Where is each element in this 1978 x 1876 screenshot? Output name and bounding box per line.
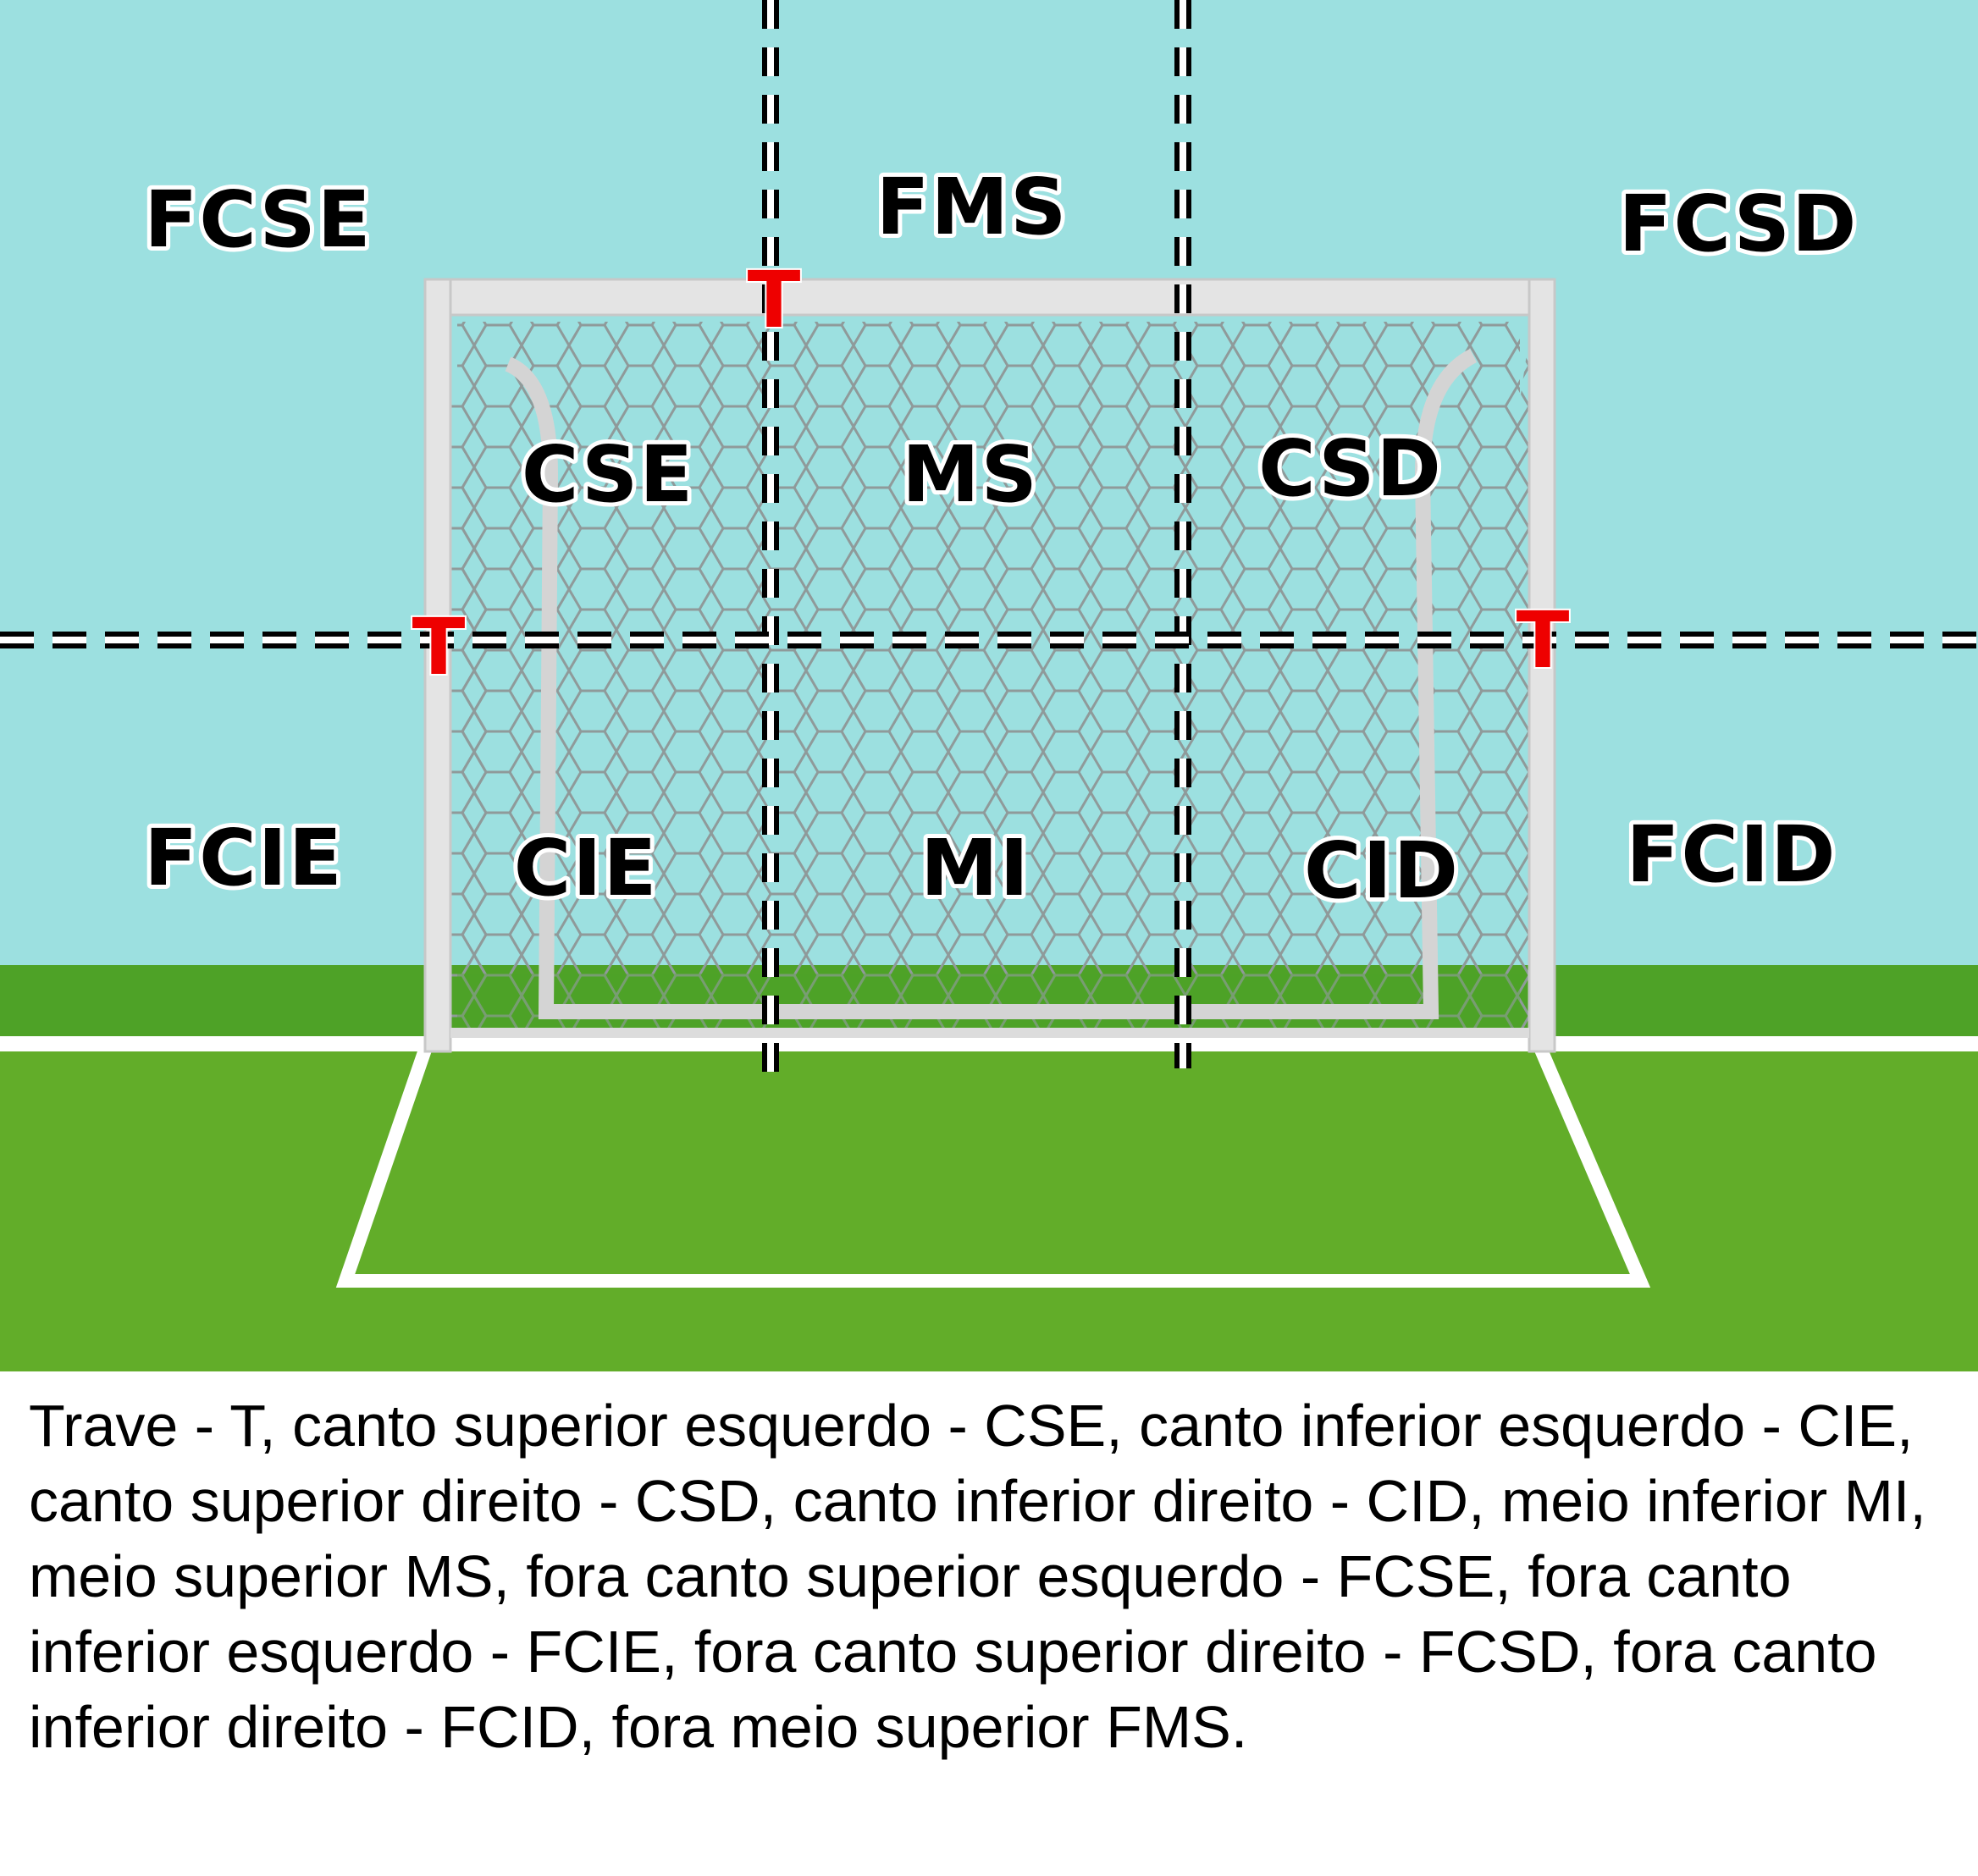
zone-label-cse: CSE [522, 429, 694, 520]
zone-label-fcid: FCID [1627, 809, 1837, 900]
zone-dividers [0, 0, 1978, 1075]
goal-area-line [335, 1046, 1651, 1288]
right-post [1528, 278, 1556, 1053]
zone-label-fcsd: FCSD [1619, 179, 1859, 269]
zone-label-csd: CSD [1258, 423, 1443, 514]
zone-label-fms: FMS [876, 162, 1069, 252]
legend-caption: Trave - T, canto superior esquerdo - CSE… [29, 1393, 1926, 1760]
zone-label-fcie: FCIE [144, 813, 343, 903]
crossbar [423, 278, 1556, 317]
zone-label-cie: CIE [514, 823, 659, 913]
goal-zones-diagram: T T T FCSE FMS FCSD CSE MS CSD FCIE CIE … [0, 0, 1978, 1371]
net-shadow [457, 974, 1520, 1033]
grass [0, 1041, 1978, 1371]
goal-back-frame [505, 348, 1478, 1019]
post-marker-left-post: T [412, 602, 466, 692]
zone-label-ms: MS [902, 429, 1039, 520]
zone-label-mi: MI [920, 823, 1030, 913]
left-post [423, 278, 452, 1053]
post-marker-right-post: T [1517, 595, 1570, 686]
goal-net [457, 322, 1520, 1033]
zone-label-cid: CID [1304, 825, 1460, 916]
goal [423, 278, 1556, 1053]
post-marker-crossbar: T [748, 255, 801, 345]
zone-label-fcse: FCSE [144, 174, 372, 265]
